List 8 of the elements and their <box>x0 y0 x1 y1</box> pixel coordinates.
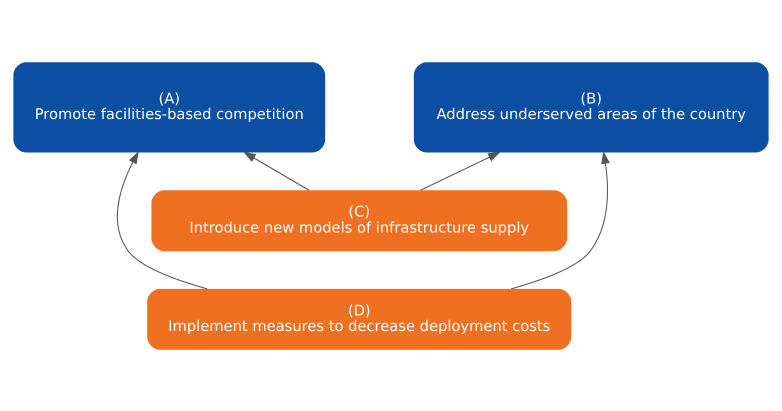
node-box: (D) Implement measures to decrease deployment costs <box>147 288 572 350</box>
arrow <box>116 150 208 289</box>
arrow <box>511 150 610 289</box>
arrow <box>243 151 310 190</box>
arrow <box>420 151 501 190</box>
node-box: (A) Promote facilities-based competition <box>13 62 326 152</box>
node-box: (C) Introduce new models of infrastructure supply <box>151 190 568 251</box>
node-box: (B) Address underserved areas of the country <box>414 62 769 152</box>
